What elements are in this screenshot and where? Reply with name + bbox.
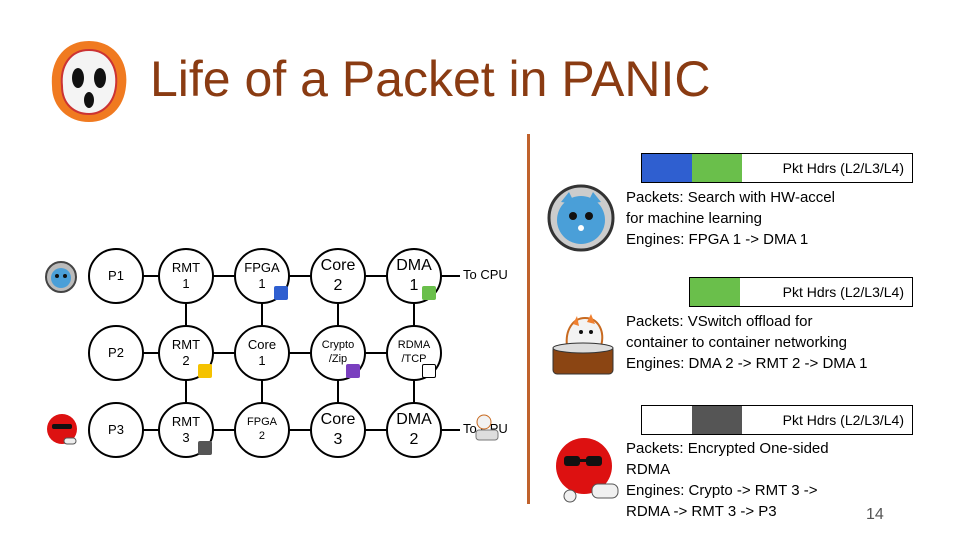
scenario-line: RDMA -> RMT 3 -> P3 xyxy=(626,503,777,520)
marker-yellow xyxy=(198,364,212,378)
scenario-line: Packets: Search with HW-accel xyxy=(626,189,835,206)
scenario-line: Engines: DMA 2 -> RMT 2 -> DMA 1 xyxy=(626,355,868,372)
node-label: RMT 1 xyxy=(171,259,201,291)
header-label: Pkt Hdrs (L2/L3/L4) xyxy=(782,160,904,176)
port-label: P2 xyxy=(108,344,124,360)
row1-out-edge xyxy=(440,275,460,277)
marker-white xyxy=(422,364,436,378)
node-label: Core 1 xyxy=(247,336,277,368)
scenario-2-text: Packets: VSwitch offload for container t… xyxy=(626,311,867,374)
node-rmt3[interactable]: RMT 3 xyxy=(158,402,214,458)
marker-purple xyxy=(346,364,360,378)
port-label: P3 xyxy=(108,421,124,437)
divider-line xyxy=(527,134,530,504)
scenario-line: for machine learning xyxy=(626,210,762,227)
header-segment-2 xyxy=(692,154,742,182)
node-label: Core 3 xyxy=(320,411,356,448)
node-label: FPGA 2 xyxy=(247,416,277,442)
node-label: DMA 1 xyxy=(396,257,432,294)
scenario-line: RDMA xyxy=(626,461,671,478)
header-label: Pkt Hdrs (L2/L3/L4) xyxy=(782,412,904,428)
to-cpu-label: To CPU xyxy=(463,267,508,282)
red-ball-small-icon xyxy=(44,412,80,448)
node-label: RDMA /TCP xyxy=(397,339,431,365)
marker-blue xyxy=(274,286,288,300)
header-segment-1 xyxy=(690,278,740,306)
packet-header-2: Pkt Hdrs (L2/L3/L4) xyxy=(689,277,913,307)
header-segment-2 xyxy=(692,406,742,434)
header-segment-1 xyxy=(642,406,693,434)
page-number: 14 xyxy=(866,506,884,523)
node-core1[interactable]: Core 1 xyxy=(234,325,290,381)
drummer-cat-icon xyxy=(547,308,617,378)
node-label: RMT 3 xyxy=(171,413,201,445)
astronaut-cat-icon xyxy=(545,184,617,256)
node-rmt1[interactable]: RMT 1 xyxy=(158,248,214,304)
header-label: Pkt Hdrs (L2/L3/L4) xyxy=(782,284,904,300)
node-dma2[interactable]: DMA 2 xyxy=(386,402,442,458)
header-segment-1 xyxy=(642,154,692,182)
node-core2[interactable]: Core 2 xyxy=(310,248,366,304)
port-p2[interactable]: P2 xyxy=(88,325,144,381)
red-ball-sunglasses-icon xyxy=(550,434,622,506)
node-label: DMA 2 xyxy=(396,411,432,448)
scenario-line: Packets: Encrypted One-sided xyxy=(626,440,829,457)
ghost-logo-icon xyxy=(44,36,134,126)
node-core3[interactable]: Core 3 xyxy=(310,402,366,458)
packet-header-3: Pkt Hdrs (L2/L3/L4) xyxy=(641,405,913,435)
scenario-3-text: Packets: Encrypted One-sided RDMA Engine… xyxy=(626,438,829,522)
scenario-line: container to container networking xyxy=(626,334,847,351)
node-label: Crypto /Zip xyxy=(321,339,355,365)
node-fpga2[interactable]: FPGA 2 xyxy=(234,402,290,458)
scenario-line: Engines: FPGA 1 -> DMA 1 xyxy=(626,231,809,248)
scenario-1-text: Packets: Search with HW-accel for machin… xyxy=(626,187,835,250)
scenario-line: Engines: Crypto -> RMT 3 -> xyxy=(626,482,818,499)
node-label: Core 2 xyxy=(320,257,356,294)
marker-green xyxy=(422,286,436,300)
astronaut-cat-small-icon xyxy=(44,260,78,294)
row3-out-edge xyxy=(440,429,460,431)
node-label: RMT 2 xyxy=(171,336,201,368)
slide-title: Life of a Packet in PANIC xyxy=(150,51,711,107)
node-label: FPGA 1 xyxy=(244,259,280,291)
port-p3[interactable]: P3 xyxy=(88,402,144,458)
scenario-line: Packets: VSwitch offload for xyxy=(626,313,813,330)
drummer-cat-small-icon xyxy=(470,410,504,444)
marker-gray xyxy=(198,441,212,455)
port-p1[interactable]: P1 xyxy=(88,248,144,304)
packet-header-1: Pkt Hdrs (L2/L3/L4) xyxy=(641,153,913,183)
port-label: P1 xyxy=(108,267,124,283)
